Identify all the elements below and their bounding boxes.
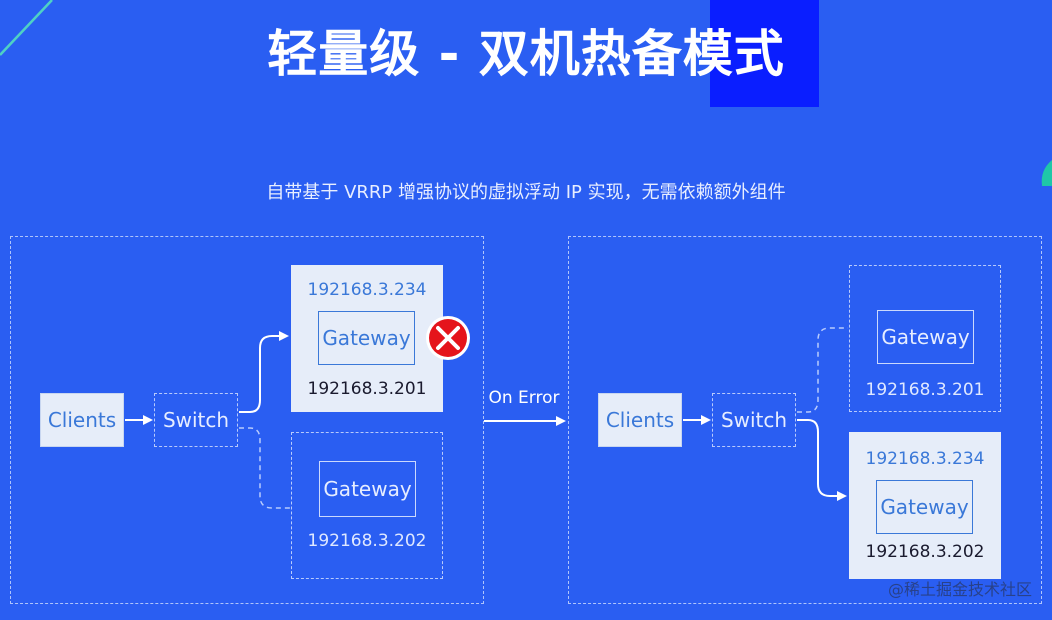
error-x-icon — [426, 316, 470, 360]
right-new-master-virtual-ip: 192168.3.234 — [865, 449, 985, 469]
right-failed-real-ip: 192168.3.201 — [865, 380, 985, 400]
left-switch-node: Switch — [154, 393, 238, 447]
title-accent-block — [710, 0, 819, 107]
right-new-master-real-ip: 192168.3.202 — [865, 542, 985, 562]
left-switch-to-master-link — [239, 331, 289, 413]
page-title: 轻量级 - 双机热备模式 — [267, 25, 785, 83]
watermark: @稀土掘金技术社区 — [887, 580, 1032, 599]
left-backup-gateway-node: Gateway 192168.3.202 — [291, 432, 443, 579]
right-switch-to-new-master-link — [797, 419, 847, 501]
left-master-virtual-ip: 192168.3.234 — [307, 280, 427, 300]
on-error-label: On Error — [488, 388, 560, 408]
right-failed-gateway-node: Gateway 192168.3.201 — [849, 265, 1001, 412]
right-switch-node: Switch — [712, 393, 796, 447]
page-subtitle: 自带基于 VRRP 增强协议的虚拟浮动 IP 实现，无需依赖额外组件 — [266, 182, 786, 203]
left-backup-real-ip: 192168.3.202 — [307, 531, 427, 551]
left-scenario-panel — [10, 236, 484, 604]
left-master-gateway-label: Gateway — [318, 311, 415, 365]
right-switch-to-failed-link — [797, 327, 848, 413]
left-backup-gateway-label: Gateway — [319, 461, 416, 517]
left-switch-to-backup-link — [239, 427, 290, 509]
right-scenario-panel — [568, 236, 1042, 604]
right-clients-node: Clients — [598, 393, 682, 447]
right-failed-gateway-label: Gateway — [877, 310, 974, 364]
left-master-gateway-node: 192168.3.234 Gateway 192168.3.201 — [291, 265, 443, 412]
right-new-master-gateway-label: Gateway — [876, 480, 973, 534]
left-master-real-ip: 192168.3.201 — [307, 379, 427, 399]
right-new-master-gateway-node: 192168.3.234 Gateway 192168.3.202 — [849, 432, 1001, 579]
left-clients-node: Clients — [40, 393, 124, 447]
